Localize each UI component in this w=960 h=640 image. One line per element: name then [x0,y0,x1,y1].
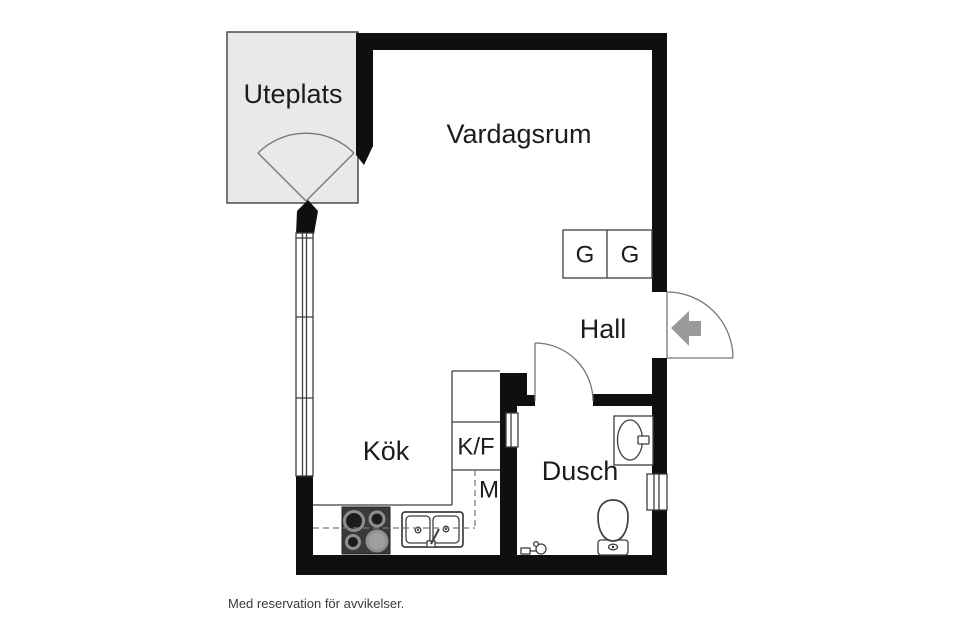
toilet-icon [597,499,629,556]
room-label-kok: Kök [363,436,410,466]
wall-east-lower [652,358,667,575]
wall-north [356,33,667,50]
wall-west-lower [296,476,313,575]
closet-label-right: G [621,242,640,269]
wall-bath-top [593,394,652,406]
stove-icon [341,506,391,555]
vent-shaft-icon [646,473,668,511]
wall-bath-door-step [527,395,535,406]
kitchen-cabinets [313,370,500,506]
wall-chamfer-stub [296,200,318,234]
closet-label-left: G [576,242,595,269]
walls [296,33,667,575]
room-label-hall: Hall [580,314,627,344]
patio-floor [226,31,359,204]
room-label-uteplats: Uteplats [243,79,342,109]
disclaimer-text: Med reservation för avvikelser. [228,596,404,611]
entry-arrow-icon [671,311,701,346]
wall-east-upper [652,33,667,292]
wall-bath-corner-block [500,373,527,406]
closet-box: G G [562,229,653,279]
window-west [295,232,314,477]
floor-drain-icon [520,540,547,555]
bathroom-door [534,342,594,402]
entry-door [666,291,734,359]
wall-south [296,555,667,575]
counter-dashed-lines [313,470,476,529]
radiator-icon [505,412,519,448]
label-machine: M [479,477,499,504]
sink-icon [401,511,464,548]
wall-west-upper [356,33,373,165]
patio-door-swing-arc [257,132,355,202]
label-fridge-freezer: K/F [457,434,494,461]
washbasin-icon [613,415,654,466]
room-label-vardagsrum: Vardagsrum [446,119,591,149]
bathroom-fixtures [505,412,668,556]
room-label-dusch: Dusch [542,456,619,486]
patio-area [226,31,359,204]
